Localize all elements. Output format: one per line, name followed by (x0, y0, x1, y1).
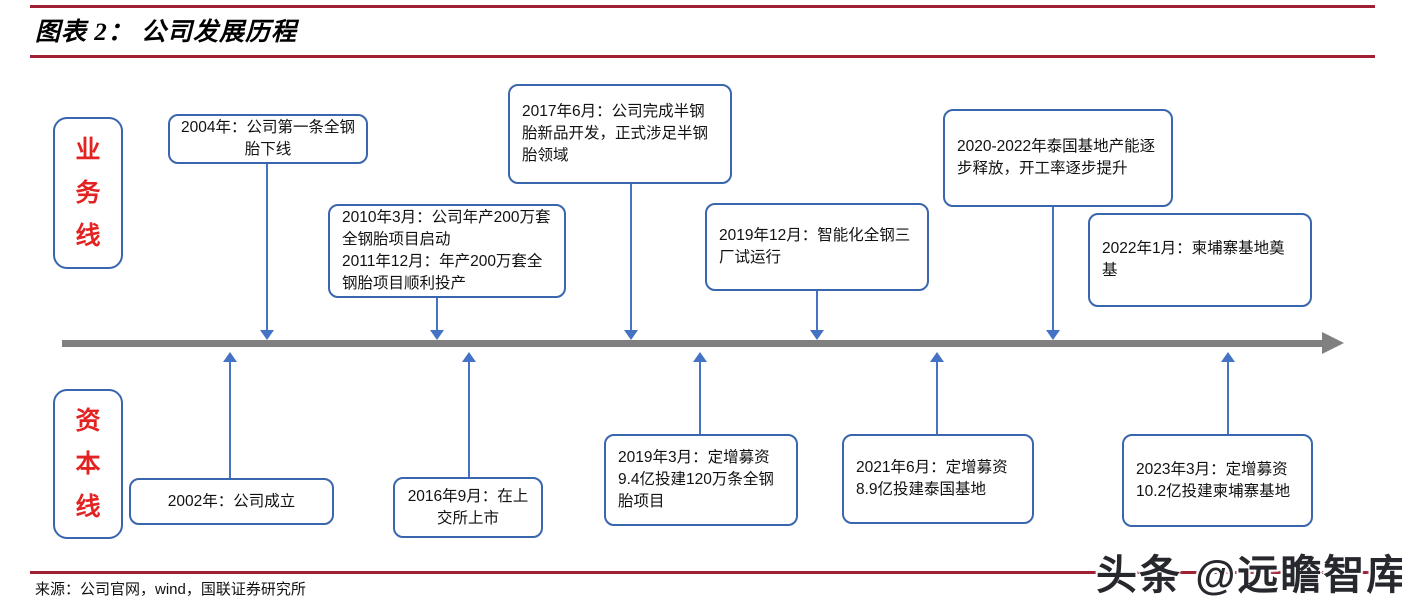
arrow-up-2023 (1220, 352, 1236, 434)
title-rule-bottom (30, 55, 1375, 58)
arrow-up-2016 (461, 352, 477, 477)
event-2019-placement-9-4: 2019年3月：定增募资9.4亿投建120万条全钢胎项目 (604, 434, 798, 526)
source-note: 来源：公司官网，wind，国联证券研究所 (35, 581, 306, 598)
arrow-up-2019-03 (692, 352, 708, 434)
event-2022-cambodia-groundbreaking: 2022年1月：柬埔寨基地奠基 (1088, 213, 1312, 307)
arrow-up-2021 (929, 352, 945, 434)
figure-title: 图表 2： 公司发展历程 (35, 19, 298, 46)
arrow-down-2017 (623, 184, 639, 340)
event-2023-placement-10-2: 2023年3月：定增募资10.2亿投建柬埔寨基地 (1122, 434, 1313, 527)
arrow-up-icon (930, 352, 944, 362)
arrow-up-icon (462, 352, 476, 362)
event-2002-founded: 2002年：公司成立 (129, 478, 334, 525)
business-line-label: 业务线 (75, 135, 101, 250)
arrow-up-icon (693, 352, 707, 362)
business-line-label-box: 业务线 (53, 117, 123, 269)
capital-line-label-box: 资本线 (53, 389, 123, 539)
event-2020-2022-thailand-capacity: 2020-2022年泰国基地产能逐步释放，开工率逐步提升 (943, 109, 1173, 207)
event-2017-semi-steel-tire: 2017年6月：公司完成半钢胎新品开发，正式涉足半钢胎领域 (508, 84, 732, 184)
event-2021-placement-8-9: 2021年6月：定增募资8.9亿投建泰国基地 (842, 434, 1034, 524)
arrow-down-2004 (259, 164, 275, 340)
arrow-down-2010 (429, 298, 445, 340)
arrow-down-icon (624, 330, 638, 340)
arrow-down-2019-12 (809, 291, 825, 340)
watermark-toutiao-yuanzhan: 头条 @远瞻智库 (1096, 552, 1402, 598)
title-rule-top (30, 5, 1375, 8)
arrow-down-icon (810, 330, 824, 340)
timeline-arrow-right-icon (1322, 332, 1344, 354)
arrow-up-2002 (222, 352, 238, 478)
event-2016-ipo-sse: 2016年9月：在上交所上市 (393, 477, 543, 538)
footer-rule (30, 571, 1375, 574)
arrow-down-icon (260, 330, 274, 340)
arrow-down-icon (1046, 330, 1060, 340)
event-2019-smart-plant: 2019年12月：智能化全钢三厂试运行 (705, 203, 929, 291)
event-2010-2011-projects: 2010年3月：公司年产200万套全钢胎项目启动 2011年12月：年产200万… (328, 204, 566, 298)
arrow-down-icon (430, 330, 444, 340)
timeline-axis (62, 340, 1324, 347)
arrow-up-icon (1221, 352, 1235, 362)
arrow-up-icon (223, 352, 237, 362)
event-2004-first-all-steel-tire: 2004年：公司第一条全钢胎下线 (168, 114, 368, 164)
arrow-down-2020-2022 (1045, 207, 1061, 340)
capital-line-label: 资本线 (75, 406, 101, 521)
